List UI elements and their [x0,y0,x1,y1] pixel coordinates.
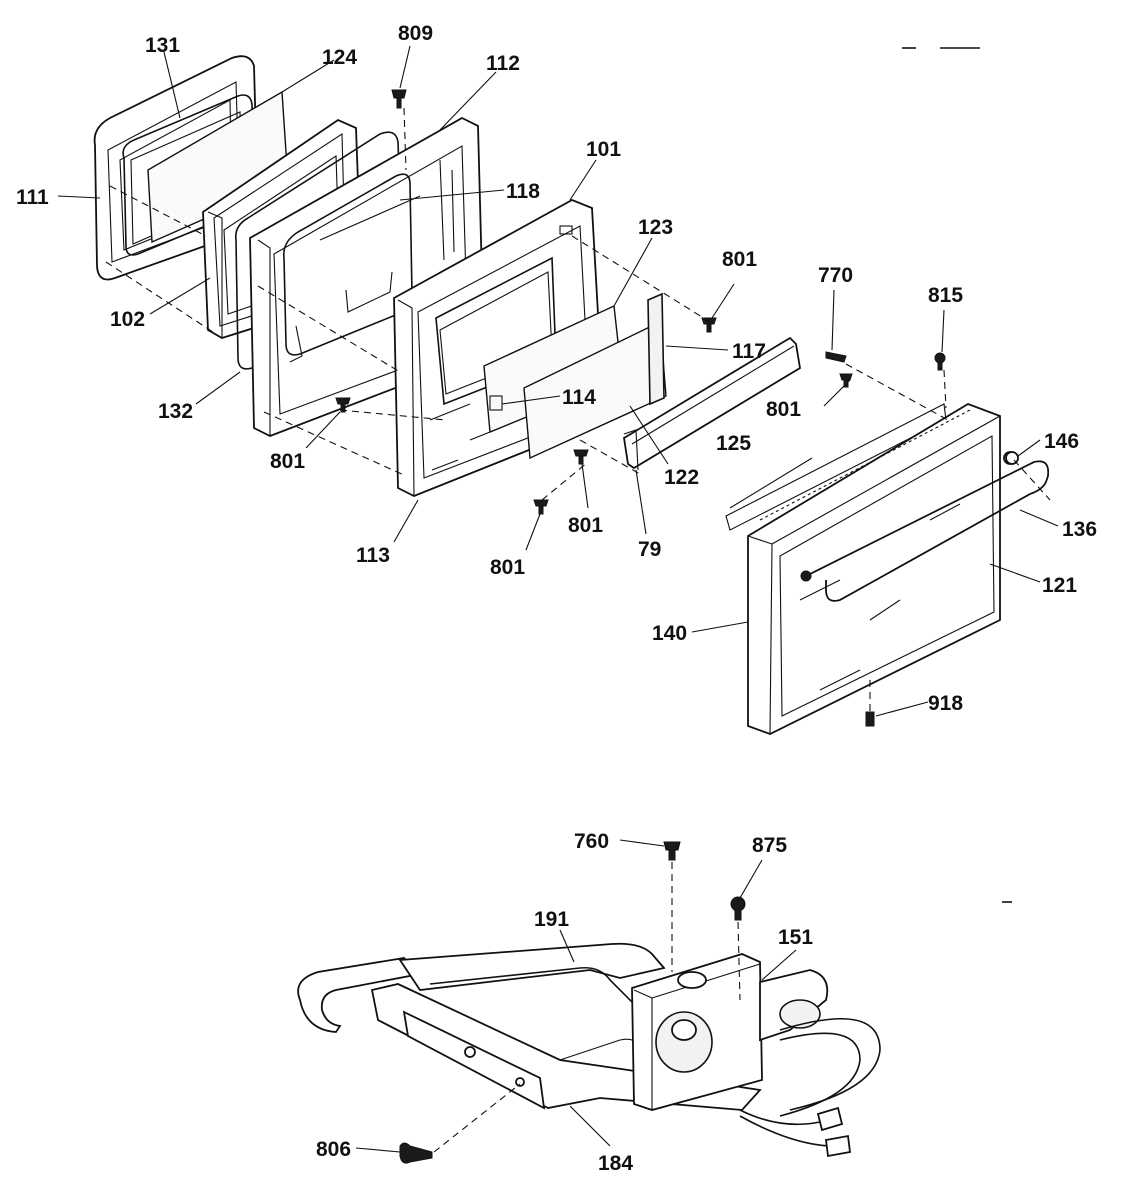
callout-875: 875 [752,834,787,857]
part-191-latch-hook [297,942,666,1033]
stray-marks [902,47,1012,903]
screw-760 [663,841,681,861]
screw-770 [825,351,847,363]
callout-191: 191 [534,908,569,931]
screw-801-c [335,397,351,413]
callout-140: 140 [652,622,687,645]
leader-lines [57,45,1059,1153]
screw-801-e [533,499,549,515]
callout-123: 123 [638,216,673,239]
assembly-lines-upper [105,107,1051,712]
callout-151: 151 [778,926,813,949]
screw-815 [934,352,946,371]
screw-801-d [573,449,589,465]
callout-770: 770 [818,264,853,287]
callout-122: 122 [664,466,699,489]
callout-801-d: 801 [568,514,603,537]
callout-labels: 131 124 809 112 111 118 101 102 123 801 … [16,22,1097,1175]
callout-801-e: 801 [490,556,525,579]
callout-79: 79 [638,538,661,561]
callout-121: 121 [1042,574,1077,597]
part-114-glass [489,320,667,460]
callout-136: 136 [1062,518,1097,541]
callout-760: 760 [574,830,609,853]
callout-118: 118 [506,180,540,203]
callout-113: 113 [356,544,390,567]
callout-112: 112 [486,52,520,75]
callout-918: 918 [928,692,963,715]
screw-918 [865,711,875,727]
callout-132: 132 [158,400,193,423]
part-121-outer-door [747,403,1001,735]
callout-124: 124 [322,46,357,69]
callout-125: 125 [716,432,751,455]
screw-875 [730,896,746,921]
callout-801-a: 801 [722,248,757,271]
motor-wires [739,1018,881,1158]
callout-146: 146 [1044,430,1079,453]
part-151-motor [631,953,829,1111]
callout-102: 102 [110,308,145,331]
callout-117: 117 [732,340,766,363]
part-79-channel [623,336,801,471]
callout-801-c: 801 [270,450,305,473]
screw-806 [399,1142,433,1164]
screw-801-a [701,317,717,333]
screw-809 [391,89,407,109]
callout-815: 815 [928,284,963,307]
callout-101: 101 [586,138,621,161]
callout-806: 806 [316,1138,351,1161]
callout-111: 111 [16,186,49,209]
callout-801-b: 801 [766,398,801,421]
callout-184: 184 [598,1152,633,1175]
callout-809: 809 [398,22,433,45]
assembly-lines-lower [433,862,741,1153]
callout-114: 114 [562,386,596,409]
callout-131: 131 [145,34,180,57]
part-117-bracket [647,292,665,406]
